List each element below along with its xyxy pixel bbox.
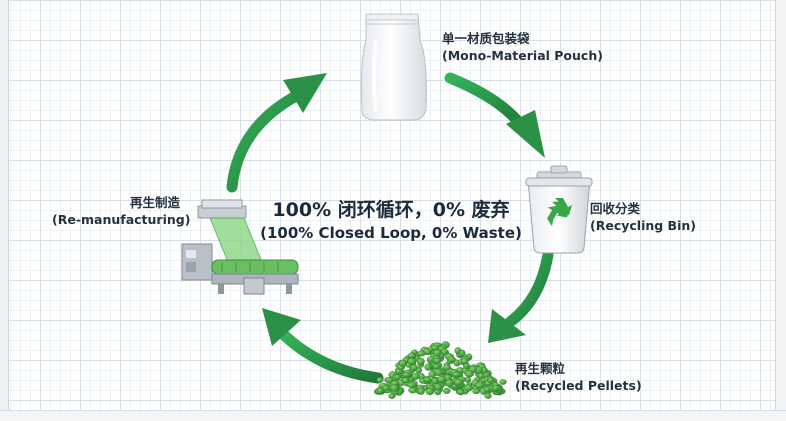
arrow-pouch-to-bin (444, 72, 545, 158)
center-title-en: (100% Closed Loop, 0% Waste) (260, 224, 522, 242)
pouch-label-zh: 单一材质包装袋 (442, 31, 530, 46)
recycle-symbol-icon (547, 198, 572, 227)
pouch-icon (361, 13, 427, 121)
pellets-label: 再生颗粒 (Recycled Pellets) (515, 360, 642, 394)
bin-label: 回收分类 (Recycling Bin) (590, 200, 696, 234)
pellets-icon (374, 341, 507, 399)
window-left-edge (0, 0, 9, 421)
arrow-bin-to-pellets (488, 249, 554, 343)
window-bottom-edge (0, 410, 786, 421)
arrow-pellets-to-manufacturing (262, 308, 384, 384)
manufacturing-machine-icon (181, 199, 299, 295)
bin-label-en: (Recycling Bin) (590, 218, 696, 233)
manufacturing-label-zh: 再生制造 (129, 195, 180, 210)
pellets-label-zh: 再生颗粒 (515, 361, 566, 376)
manufacturing-label-en: (Re-manufacturing) (52, 212, 191, 227)
pellets-label-en: (Recycled Pellets) (515, 378, 642, 393)
bin-label-zh: 回收分类 (590, 201, 641, 216)
center-title: 100% 闭环循环，0% 废弃 (100% Closed Loop, 0% Wa… (250, 198, 532, 244)
pouch-label: 单一材质包装袋 (Mono-Material Pouch) (442, 30, 603, 64)
recycling-bin-icon (525, 165, 593, 254)
pouch-label-en: (Mono-Material Pouch) (442, 48, 603, 63)
center-title-zh: 100% 闭环循环，0% 废弃 (272, 199, 510, 221)
window-right-edge (775, 0, 786, 421)
arrow-manufacturing-to-pouch (226, 73, 327, 193)
manufacturing-label: 再生制造 (Re-manufacturing) (52, 194, 191, 228)
